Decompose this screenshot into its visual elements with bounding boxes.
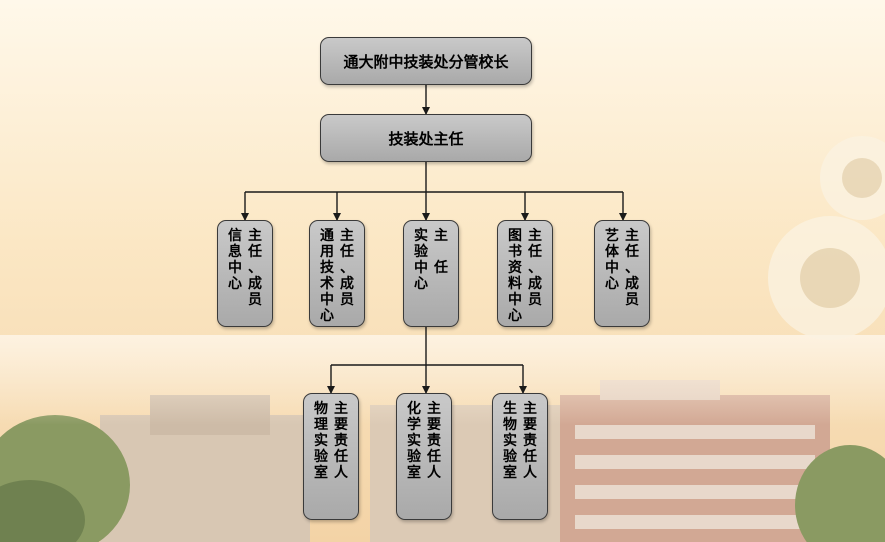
node-vice-principal-label: 通大附中技装处分管校长 [343, 52, 509, 71]
node-lab-chemistry: 主要责任人化学实验室 [396, 393, 452, 520]
vertical-label-column: 信息中心 [228, 228, 242, 292]
vertical-label-column: 主 任 [434, 228, 448, 276]
vertical-label-column: 生物实验室 [503, 401, 517, 481]
vertical-label-column: 主任、成员 [528, 228, 542, 308]
node-center-info: 主任、成员信息中心 [217, 220, 273, 327]
vertical-label-column: 物理实验室 [314, 401, 328, 481]
node-vice-principal: 通大附中技装处分管校长 [320, 37, 532, 85]
vertical-label-column: 主要责任人 [427, 401, 441, 481]
node-center-library: 主任、成员图书资料中心 [497, 220, 553, 327]
vertical-label-column: 主要责任人 [334, 401, 348, 481]
node-center-general-tech: 主任、成员通用技术中心 [309, 220, 365, 327]
node-director-label: 技装处主任 [388, 129, 464, 148]
vertical-label-column: 实验中心 [414, 228, 428, 292]
node-lab-biology: 主要责任人生物实验室 [492, 393, 548, 520]
node-lab-physics: 主要责任人物理实验室 [303, 393, 359, 520]
node-director: 技装处主任 [320, 114, 532, 162]
vertical-label-column: 主要责任人 [523, 401, 537, 481]
vertical-label-column: 艺体中心 [605, 228, 619, 292]
vertical-label-column: 主任、成员 [625, 228, 639, 308]
vertical-label-column: 主任、成员 [340, 228, 354, 308]
node-center-lab: 主 任实验中心 [403, 220, 459, 327]
vertical-label-column: 图书资料中心 [508, 228, 522, 324]
node-center-art: 主任、成员艺体中心 [594, 220, 650, 327]
vertical-label-column: 主任、成员 [248, 228, 262, 308]
vertical-label-column: 化学实验室 [407, 401, 421, 481]
vertical-label-column: 通用技术中心 [320, 228, 334, 324]
